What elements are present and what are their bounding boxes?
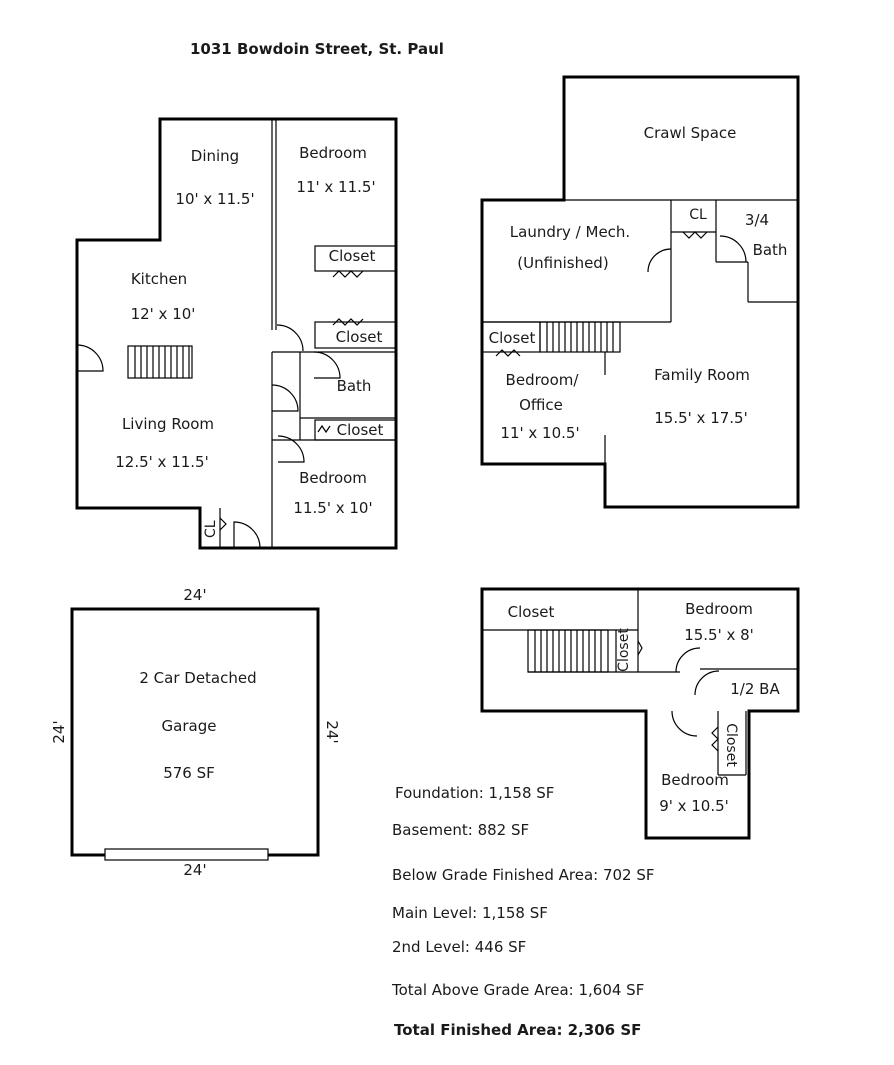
closet-label: Closet [329,247,376,265]
living-room-size: 12.5' x 11.5' [115,453,208,471]
bedroom-label: Bedroom [661,771,729,789]
area-summary: Foundation: 1,158 SF Basement: 882 SF Be… [391,784,655,1039]
bath-label: 3/4 [745,211,769,229]
garage-dimension-right: 24' [323,720,341,743]
half-bath-label: 1/2 BA [730,680,780,698]
bath-label: Bath [337,377,372,395]
bedroom-size: 11' x 11.5' [296,178,375,196]
below-grade-stat: Below Grade Finished Area: 702 SF [392,866,655,884]
closet-label: Closet [336,328,383,346]
kitchen-label: Kitchen [131,270,187,288]
second-level-plan: Closet Closet Bedroom 15.5' x 8' 1/2 BA … [480,587,800,840]
total-above-grade-stat: Total Above Grade Area: 1,604 SF [391,981,644,999]
garage-door-icon [104,848,269,861]
closet-box [314,245,397,272]
dining-size: 10' x 11.5' [175,190,254,208]
closet-box [314,321,397,349]
garage-dimension-top: 24' [183,586,206,604]
bedroom-label: Bedroom [685,600,753,618]
door-swing-icon [694,670,720,696]
bedroom-office-label: Office [519,396,563,414]
bifold-door-icon [332,318,364,326]
foundation-stat: Foundation: 1,158 SF [395,784,554,802]
main-level-stat: Main Level: 1,158 SF [392,904,548,922]
crawl-space-label: Crawl Space [644,124,737,142]
family-room-size: 15.5' x 17.5' [654,409,747,427]
bedroom-office-label: Bedroom/ [506,371,580,389]
bifold-door-icon [495,349,521,357]
basement-stat: Basement: 882 SF [392,821,529,839]
door-swing-icon [233,521,261,549]
door-swing-icon [675,647,701,673]
kitchen-size: 12' x 10' [131,305,196,323]
closet-label: Closet [508,603,555,621]
garage-area: 576 SF [163,764,215,782]
property-title: 1031 Bowdoin Street, St. Paul [190,40,444,58]
door-swing-icon [271,384,299,412]
door-swing-icon [277,435,305,463]
living-room-label: Living Room [122,415,214,433]
bedroom-label: Bedroom [299,144,367,162]
second-level-stat: 2nd Level: 446 SF [392,938,526,956]
garage-dimension-bottom: 24' [183,861,206,879]
bath-label: Bath [753,241,788,259]
garage-label: 2 Car Detached [139,669,256,687]
closet-label: Closet [489,329,536,347]
stairs-icon [527,629,609,673]
bifold-door-icon [637,640,643,656]
bedroom-size: 9' x 10.5' [659,797,729,815]
laundry-label: Laundry / Mech. [510,223,630,241]
laundry-note: (Unfinished) [517,254,608,272]
closet-label: Closet [337,421,384,439]
door-swing-icon [647,248,672,273]
bedroom-label: Bedroom [299,469,367,487]
bedroom-size: 15.5' x 8' [684,626,754,644]
bedroom-size: 11.5' x 10' [293,499,372,517]
door-swing-icon [719,235,747,263]
basement-plan: Crawl Space Laundry / Mech. (Unfinished)… [480,75,800,509]
bifold-door-icon [711,726,719,752]
total-finished-stat: Total Finished Area: 2,306 SF [394,1021,641,1039]
door-swing-icon [671,710,698,737]
closet-label: Closet [616,628,632,672]
door-swing-icon [276,324,304,352]
garage-plan: 24' 24' 24' 24' 2 Car Detached Garage 57… [50,586,341,879]
bedroom-office-size: 11' x 10.5' [500,424,579,442]
closet-label: Closet [723,723,739,767]
second-level-outline [480,587,800,840]
bifold-door-icon [682,231,708,239]
stairs-icon [127,345,193,379]
family-room-label: Family Room [654,366,750,384]
basement-outline [480,75,800,509]
main-level-plan: Dining 10' x 11.5' Bedroom 11' x 11.5' C… [75,117,398,550]
cl-label: CL [203,520,219,538]
bifold-door-icon [219,517,227,531]
bifold-door-icon [317,424,331,434]
garage-label: Garage [162,717,217,735]
entry-door-icon [76,344,104,372]
stairs-icon [539,321,621,353]
garage-dimension-left: 24' [50,720,68,743]
dining-label: Dining [191,147,239,165]
cl-label: CL [689,207,707,223]
bifold-door-icon [332,270,364,278]
door-swing-icon [313,351,341,379]
